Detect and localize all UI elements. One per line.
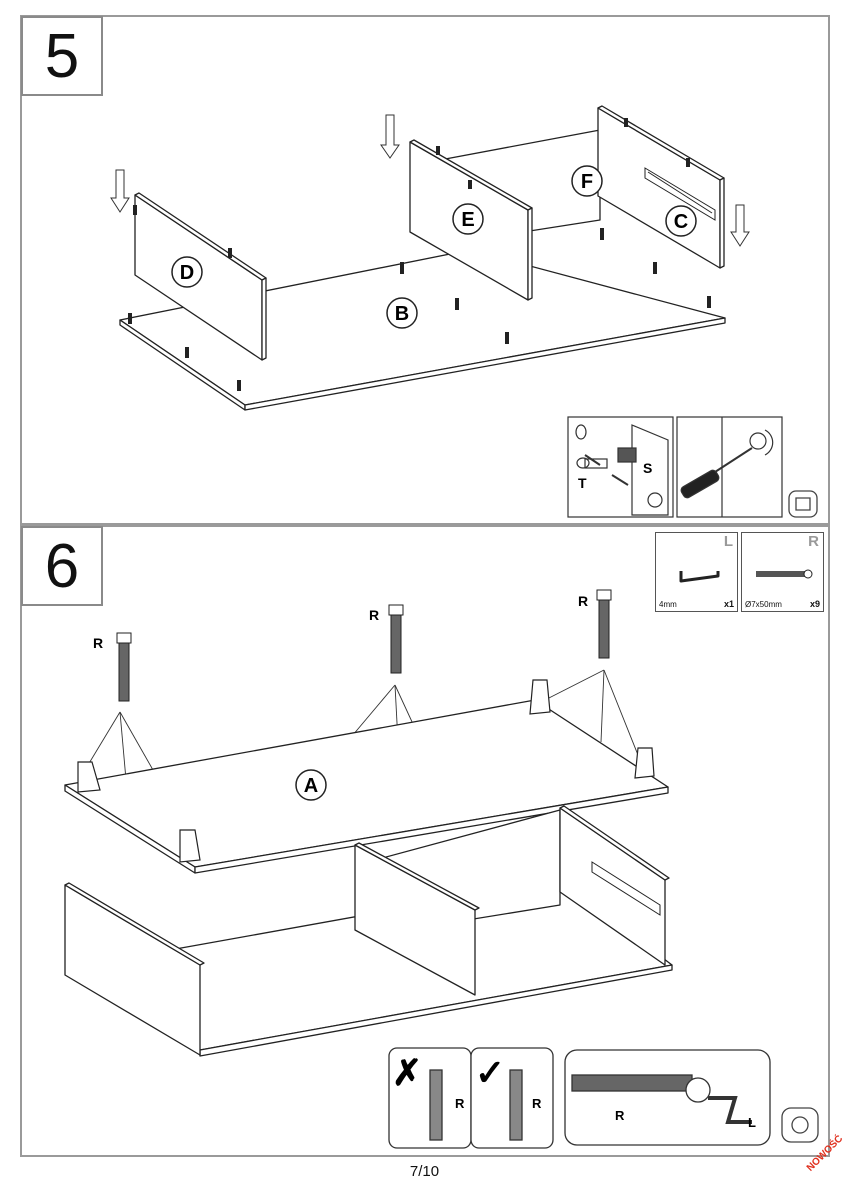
tool-hint-icon: [788, 490, 818, 518]
detail-label-t: T: [578, 475, 587, 491]
label-a: A: [304, 775, 318, 797]
confirmat-screw-icon: [116, 589, 612, 702]
step-6-number: 6: [21, 526, 103, 606]
label-d: D: [180, 262, 194, 284]
page-number: 7/10: [409, 1163, 440, 1180]
hardware-spec: Ø7x50mm: [745, 600, 782, 609]
hardware-spec: 4mm: [659, 600, 677, 609]
step-5-number: 5: [21, 16, 103, 96]
hardware-item-r: R Ø7x50mm x9: [741, 532, 824, 612]
label-e: E: [461, 209, 474, 231]
hardware-letter: L: [723, 533, 733, 550]
detail-cam-lock: [567, 416, 674, 518]
detail-label-r: R: [455, 1096, 465, 1111]
detail-screwdriver: [676, 416, 783, 518]
detail-label-s: S: [643, 460, 652, 476]
allen-key-icon: [679, 571, 720, 583]
hardware-item-l: L 4mm x1: [655, 532, 738, 612]
wrong-mark-icon: ✗: [392, 1052, 422, 1093]
hardware-letter: R: [808, 533, 819, 550]
carcass-left-side: [64, 884, 201, 1056]
check-mark-icon: ✓: [475, 1052, 505, 1093]
screw-label: R: [578, 593, 588, 609]
detail-screw-key: [564, 1049, 771, 1146]
confirmat-screw-icon: [756, 569, 813, 579]
detail-label-r: R: [532, 1096, 542, 1111]
detail-label-r: R: [615, 1108, 625, 1123]
tool-hint-icon: [781, 1107, 819, 1143]
screw-label: R: [369, 607, 379, 623]
step-5-panel: [20, 15, 830, 525]
screw-label: R: [93, 635, 103, 651]
hardware-qty: x9: [809, 599, 820, 609]
hardware-qty: x1: [723, 599, 734, 609]
step-6-panel: [20, 525, 830, 1157]
label-f: F: [581, 171, 593, 193]
label-c: C: [674, 211, 688, 233]
label-b: B: [395, 303, 409, 325]
step-5-illustration: D B E F C S T: [110, 105, 818, 518]
detail-wrong-right: [388, 1047, 554, 1149]
detail-label-l: L: [748, 1115, 756, 1130]
